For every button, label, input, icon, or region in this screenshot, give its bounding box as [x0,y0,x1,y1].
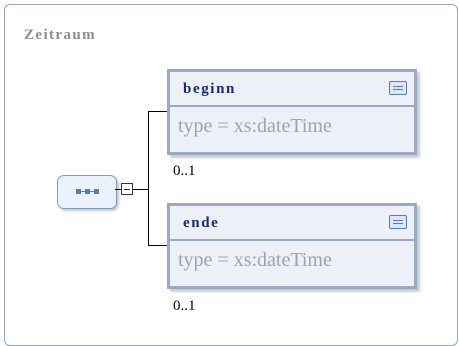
connector-line [115,189,121,190]
element-divider [170,239,414,241]
element-name: beginn [183,81,236,97]
element-beginn[interactable]: beginn type = xs:dateTime [167,69,417,155]
element-divider [170,105,414,107]
cardinality-label: 0..1 [173,298,196,314]
cardinality-label: 0..1 [173,163,196,179]
documentation-icon[interactable] [389,81,407,95]
connector-line [148,111,149,246]
sequence-icon [76,189,100,195]
connector-line [148,245,167,246]
element-type: type = xs:dateTime [178,115,332,137]
type-title: Zeitraum [24,27,97,43]
connector-line [133,189,148,190]
element-type: type = xs:dateTime [178,249,332,271]
documentation-icon[interactable] [389,215,407,229]
element-ende[interactable]: ende type = xs:dateTime [167,203,417,289]
element-name: ende [183,215,220,231]
connector-line [148,111,167,112]
minus-icon [124,189,130,190]
collapse-toggle[interactable] [121,183,133,195]
sequence-compositor[interactable] [57,175,117,209]
